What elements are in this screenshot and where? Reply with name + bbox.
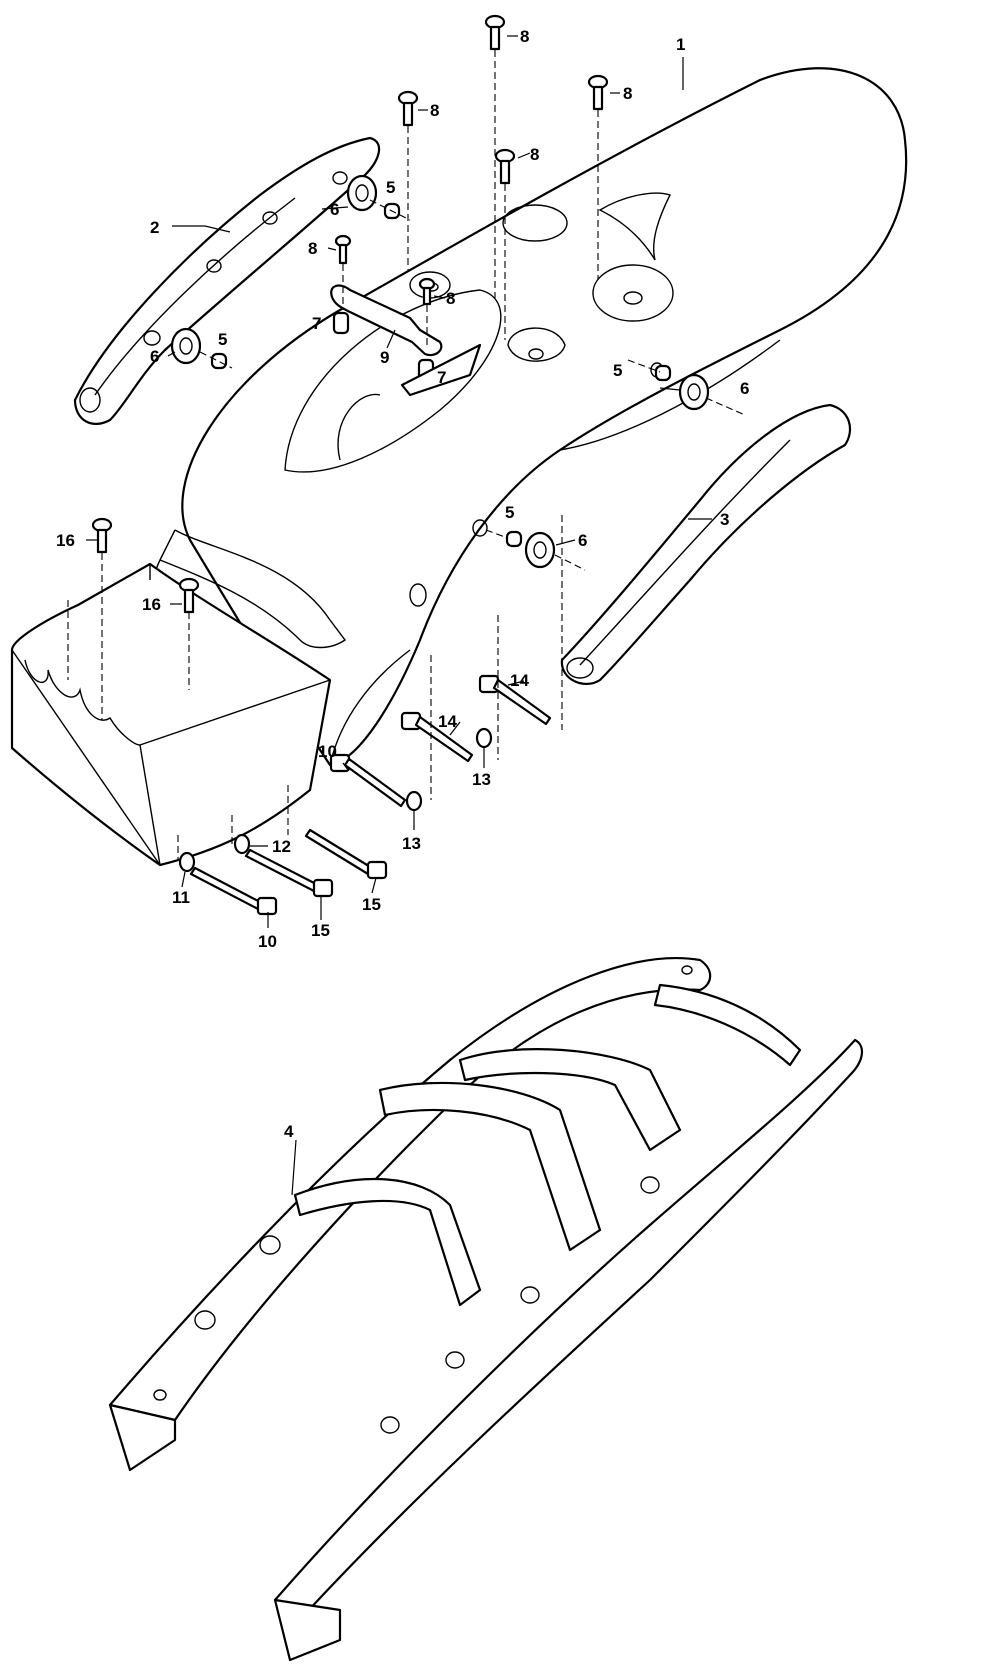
grommet-6-b (170, 327, 202, 365)
bushing-5-d (505, 530, 523, 548)
grommet-6-a (346, 174, 378, 212)
screw-8-center (494, 148, 516, 185)
callout-11: 11 (172, 888, 190, 907)
callout-9: 9 (380, 348, 389, 367)
callout-15-b: 15 (311, 921, 330, 940)
grommet-6-c (678, 373, 710, 411)
callout-10-a: 10 (318, 742, 337, 761)
callout-14-a: 14 (510, 671, 529, 690)
callout-6-a: 6 (330, 200, 339, 219)
callout-1: 1 (676, 35, 685, 54)
bracket-9 (330, 284, 482, 397)
callout-12: 12 (272, 837, 291, 856)
bolt-14-b (400, 711, 474, 763)
screw-8-right (587, 74, 609, 111)
callout-8-f: 8 (446, 289, 455, 308)
callout-8-a: 8 (520, 27, 529, 46)
bolt-15-a (304, 828, 388, 880)
bushing-5-c (654, 364, 672, 382)
assembly-lines (67, 50, 746, 860)
callouts: 1 2 3 4 5 5 5 5 6 6 6 6 7 7 8 8 8 8 8 8 … (56, 27, 749, 1141)
screw-16-a (91, 517, 113, 554)
part-16-undertray (10, 562, 332, 867)
grommet-6-d (524, 531, 556, 569)
washer-13-a (475, 727, 493, 749)
callout-2: 2 (150, 218, 159, 237)
callout-6-d: 6 (578, 531, 587, 550)
screw-8-small-right (418, 277, 436, 306)
callout-13-b: 13 (402, 834, 421, 853)
callout-5-c: 5 (613, 361, 622, 380)
callout-7-b: 7 (437, 368, 446, 387)
bolt-10-b (189, 866, 278, 916)
callout-16-a: 16 (56, 531, 75, 550)
washer-12 (233, 833, 251, 855)
callout-8-b: 8 (623, 84, 632, 103)
callout-4: 4 (284, 1122, 294, 1141)
callout-13-a: 13 (472, 770, 491, 789)
bolt-10-a (329, 753, 407, 808)
screw-8-left (397, 90, 419, 127)
part-2-left-grab-rail (73, 136, 381, 426)
callout-3: 3 (720, 510, 729, 529)
washer-11 (178, 851, 196, 873)
screw-8-top (484, 14, 506, 51)
bushing-5-b (210, 352, 228, 370)
callout-5-a: 5 (386, 178, 395, 197)
callout-5-b: 5 (218, 330, 227, 349)
part-4-rear-subframe (108, 957, 863, 1662)
callout-15-a: 15 (362, 895, 381, 914)
callout-8-c: 8 (530, 145, 539, 164)
callout-14-b: 14 (438, 712, 457, 731)
washer-13-b (405, 790, 423, 812)
callout-5-d: 5 (505, 503, 514, 522)
callout-16-b: 16 (142, 595, 161, 614)
callout-8-e: 8 (308, 239, 317, 258)
spacer-7-a (332, 311, 350, 335)
hardware (91, 14, 710, 916)
callout-6-b: 6 (150, 347, 159, 366)
callout-6-c: 6 (740, 379, 749, 398)
callout-8-d: 8 (430, 101, 439, 120)
part-3-right-grab-rail (560, 403, 852, 685)
callout-10-b: 10 (258, 932, 277, 951)
screw-16-b (178, 577, 200, 614)
screw-8-small-left (334, 234, 352, 265)
leader-lines (86, 35, 712, 1196)
callout-7-a: 7 (312, 314, 321, 333)
bolt-15-b (244, 848, 334, 898)
